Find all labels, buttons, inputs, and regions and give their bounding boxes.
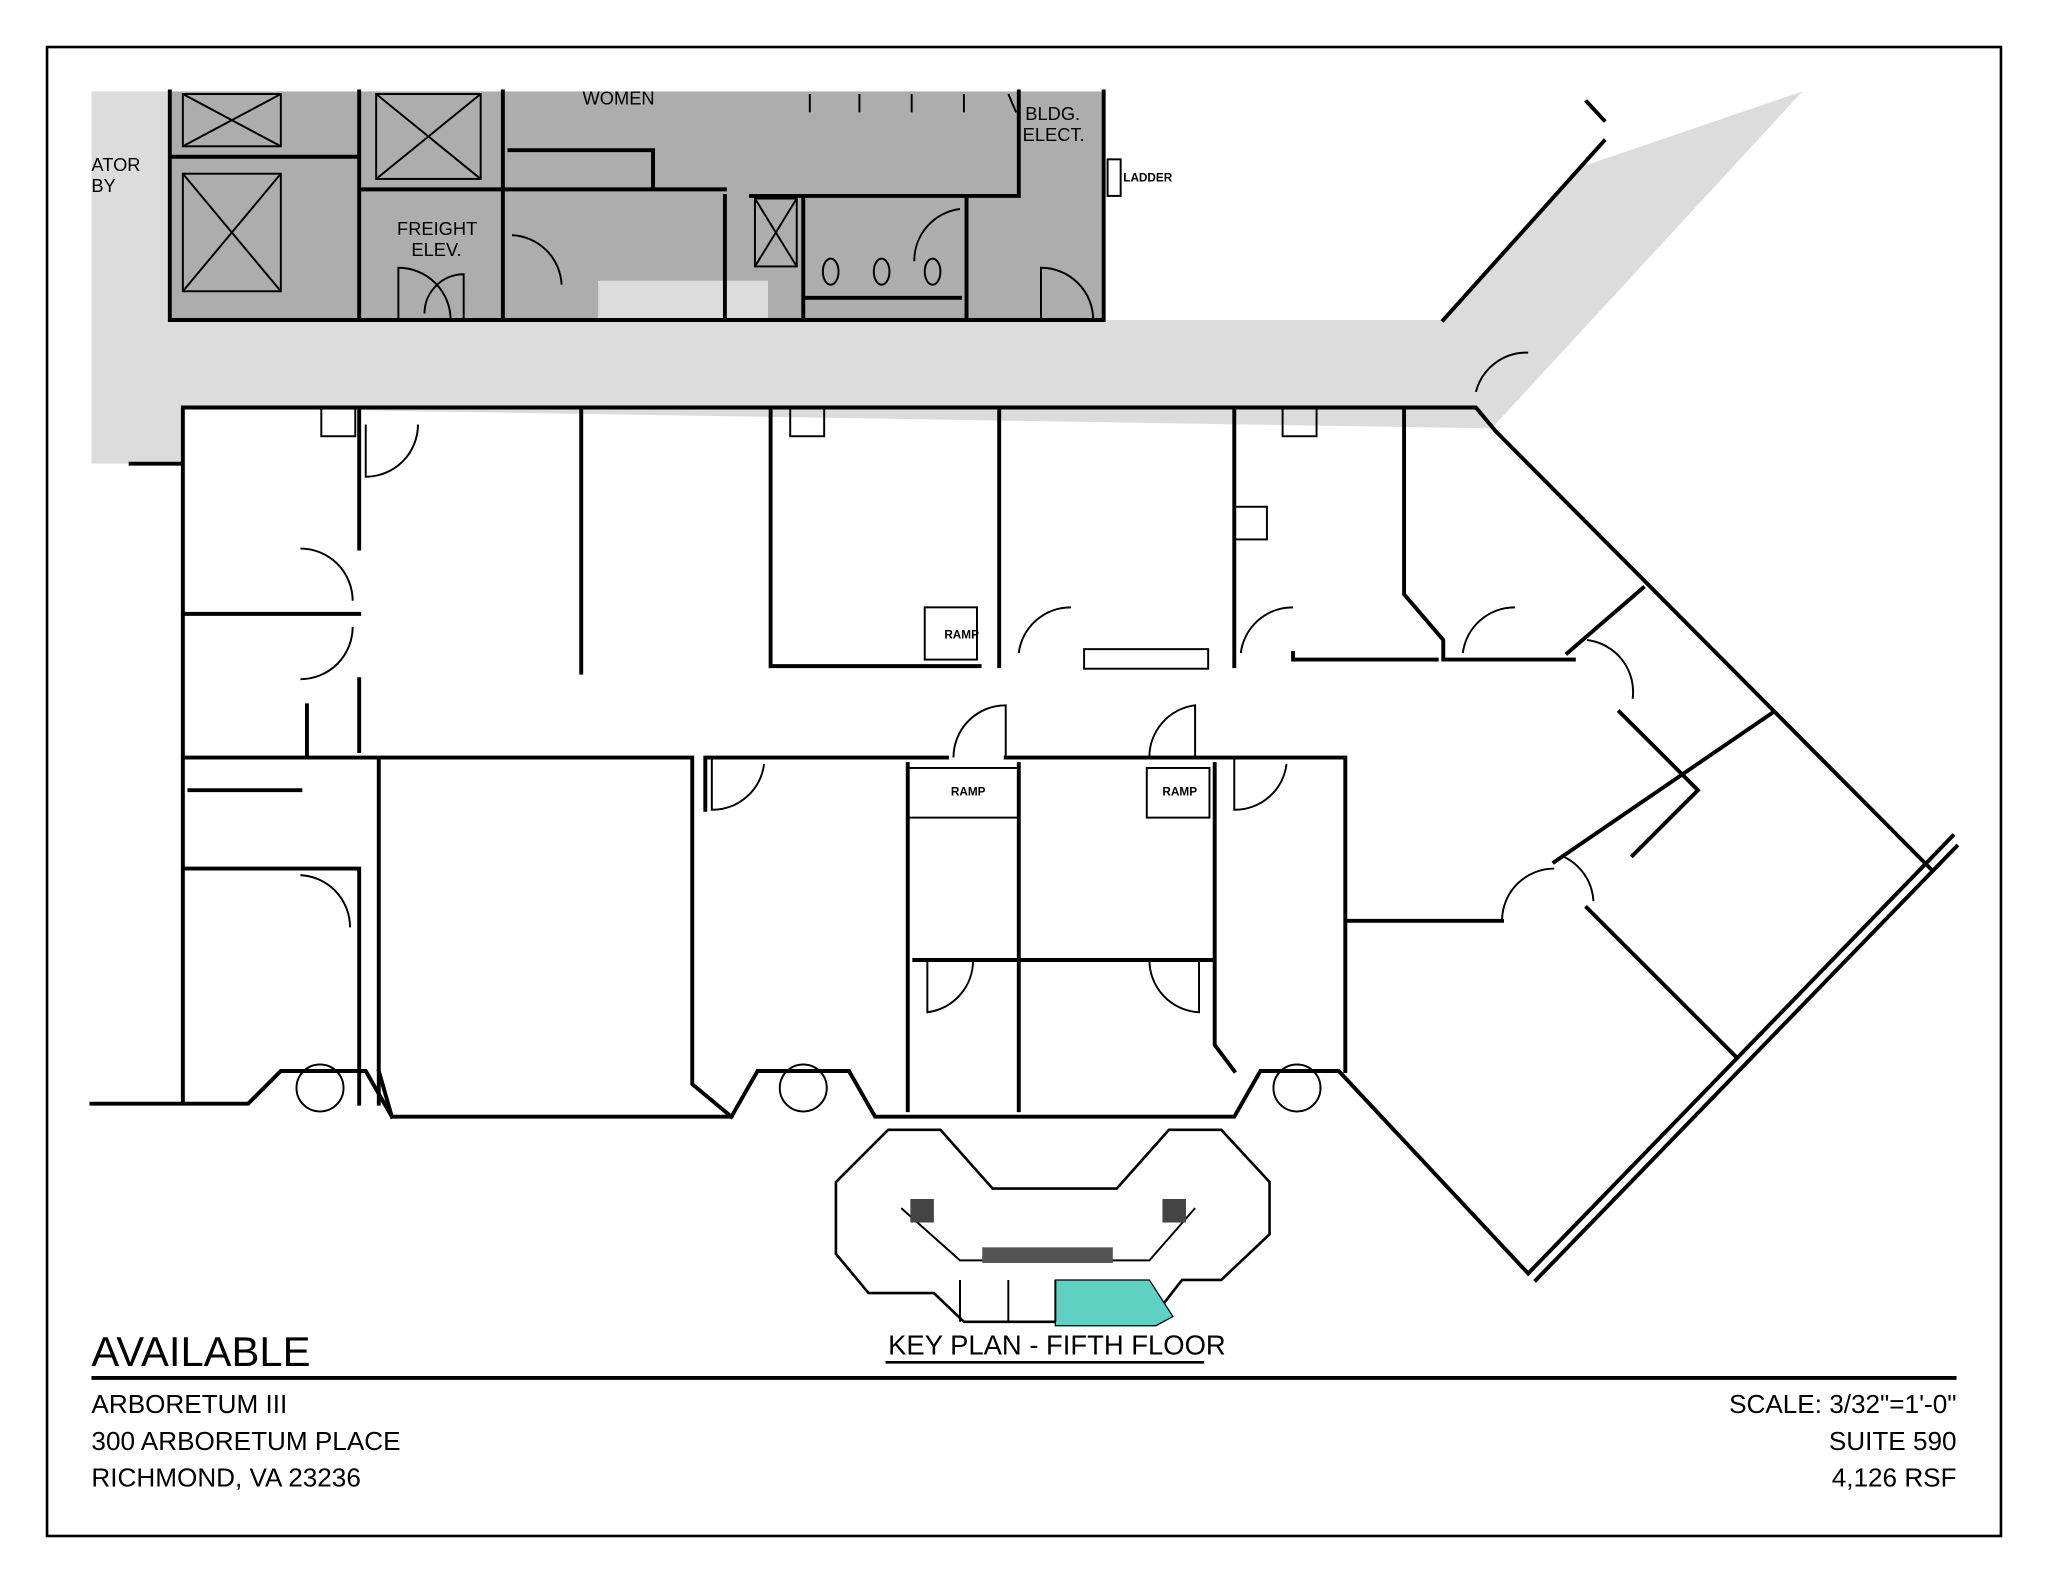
corridor <box>91 91 1803 464</box>
key-plan <box>834 1128 1271 1327</box>
label-ramp: RAMP <box>1162 785 1197 798</box>
suite-walls <box>89 351 1960 1283</box>
availability-status: AVAILABLE <box>91 1328 310 1375</box>
label-elevator-lobby: ATOR <box>91 154 140 175</box>
label-ramp: RAMP <box>944 629 979 642</box>
building-name: ARBORETUM III <box>91 1389 287 1419</box>
core-walls <box>167 89 1607 323</box>
building-address: 300 ARBORETUM PLACE <box>91 1426 400 1456</box>
label-freight-elev: FREIGHT <box>397 218 477 239</box>
label-ladder: LADDER <box>1123 172 1172 185</box>
building-city: RICHMOND, VA 23236 <box>91 1462 360 1492</box>
suite-area: 4,126 RSF <box>1832 1462 1957 1492</box>
label-women: WOMEN <box>583 87 655 108</box>
label-freight-elev-2: ELEV. <box>411 239 461 260</box>
drawing-scale: SCALE: 3/32"=1'-0" <box>1729 1389 1956 1419</box>
key-plan-title: KEY PLAN - FIFTH FLOOR <box>888 1329 1226 1360</box>
label-bldg-elect-2: ELECT. <box>1023 124 1085 145</box>
label-elevator-lobby-2: BY <box>91 175 115 196</box>
suite-number: SUITE 590 <box>1829 1426 1957 1456</box>
label-bldg-elect: BLDG. <box>1025 103 1080 124</box>
label-ramp: RAMP <box>951 785 986 798</box>
